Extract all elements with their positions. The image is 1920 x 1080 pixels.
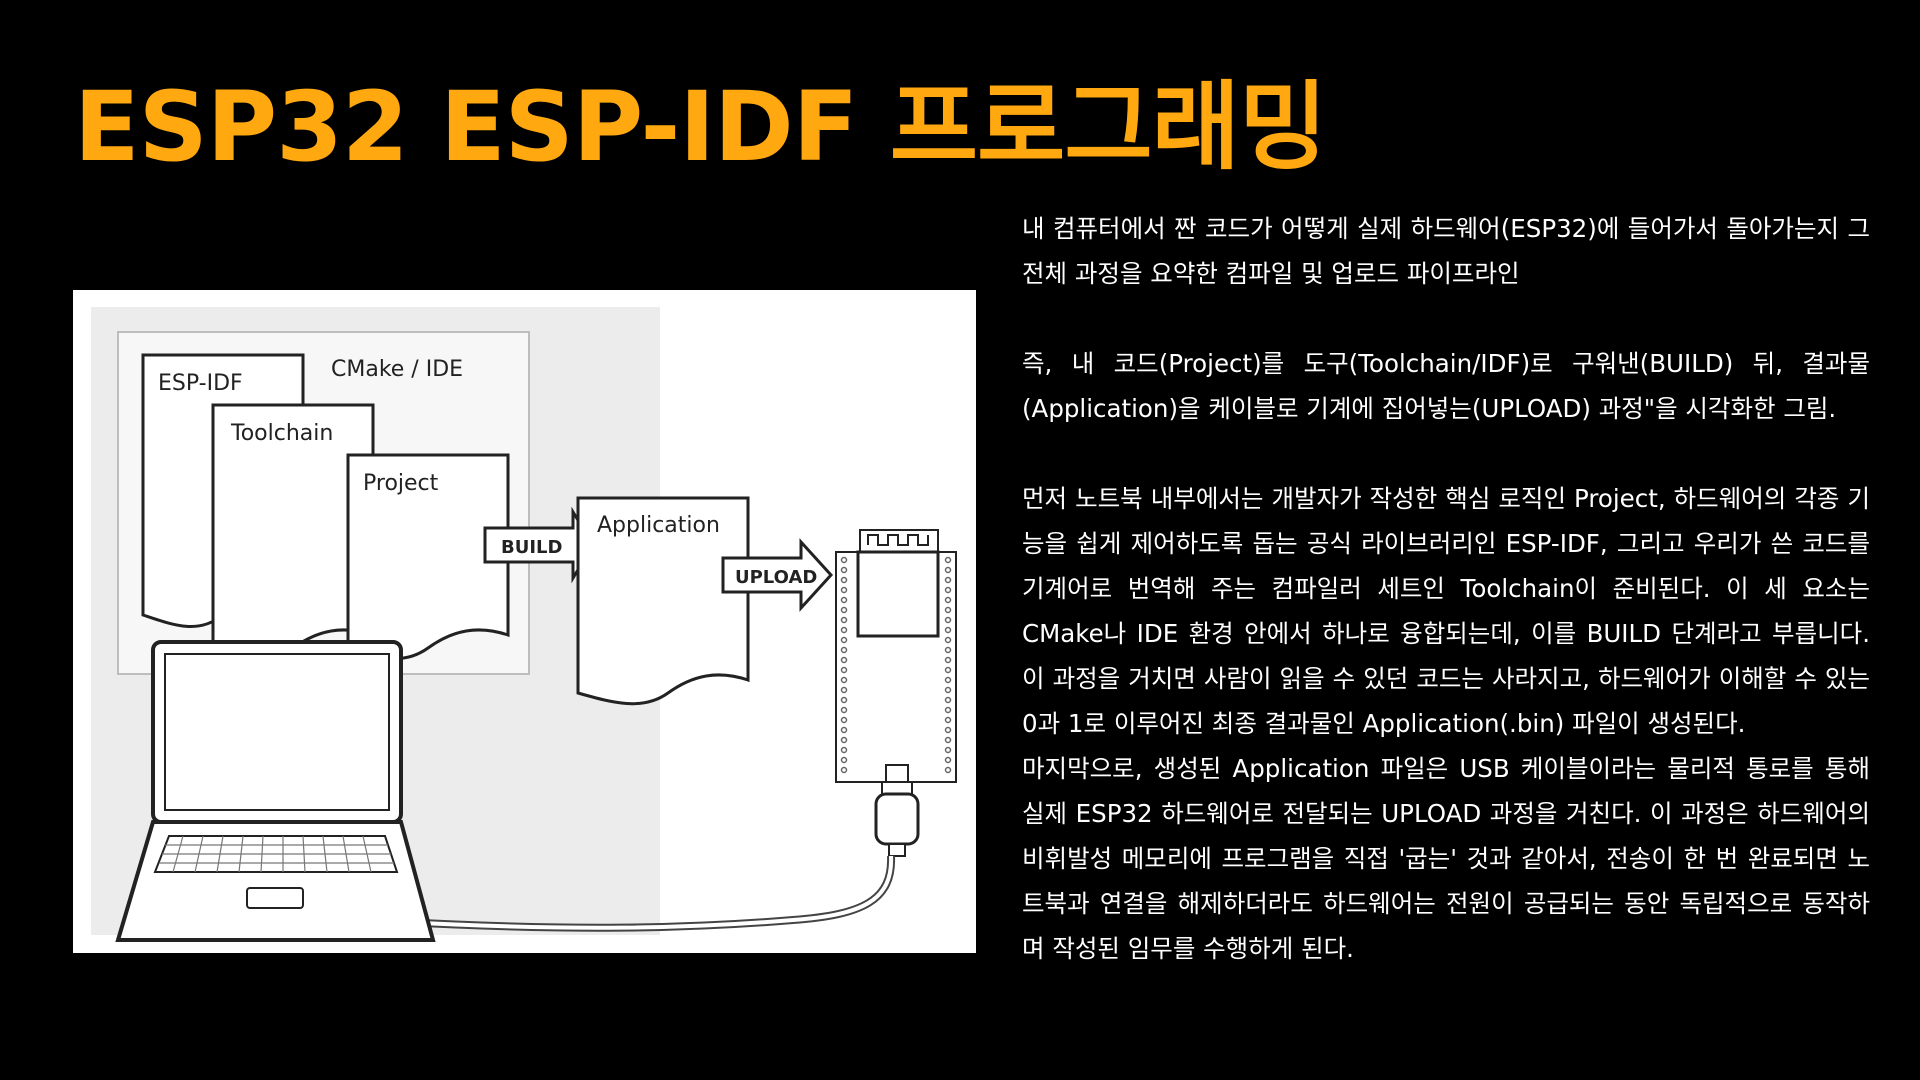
application-label: Application [597,513,720,538]
laptop [115,640,436,942]
esp32-board [835,529,957,783]
body-text: 내 컴퓨터에서 짠 코드가 어떻게 실제 하드웨어(ESP32)에 들어가서 돌… [1022,206,1870,971]
intro-paragraph: 내 컴퓨터에서 짠 코드가 어떻게 실제 하드웨어(ESP32)에 들어가서 돌… [1022,214,1870,288]
cmake-ide-label: CMake / IDE [331,357,463,382]
esp-idf-label: ESP-IDF [158,371,243,396]
toolchain-label: Toolchain [230,421,333,446]
pipeline-diagram: CMake / IDE ESP-IDF Toolchain Project BU… [73,290,976,953]
project-label: Project [363,471,439,496]
upload-label: UPLOAD [735,567,817,588]
summary-paragraph: 즉, 내 코드(Project)를 도구(Toolchain/IDF)로 구워낸… [1022,349,1870,423]
pipeline-diagram-svg: CMake / IDE ESP-IDF Toolchain Project BU… [91,307,957,942]
paragraph-gap [1022,431,1870,476]
usb-cable [390,781,920,932]
application-document [576,496,750,706]
build-paragraph: 먼저 노트북 내부에서는 개발자가 작성한 핵심 로직인 Project, 하드… [1022,484,1870,738]
slide-title: ESP32 ESP-IDF 프로그래밍 [74,71,1327,183]
upload-paragraph: 마지막으로, 생성된 Application 파일은 USB 케이블이라는 물리… [1022,754,1870,963]
upload-arrow [721,538,834,612]
build-label: BUILD [501,537,562,558]
paragraph-gap [1022,296,1870,341]
